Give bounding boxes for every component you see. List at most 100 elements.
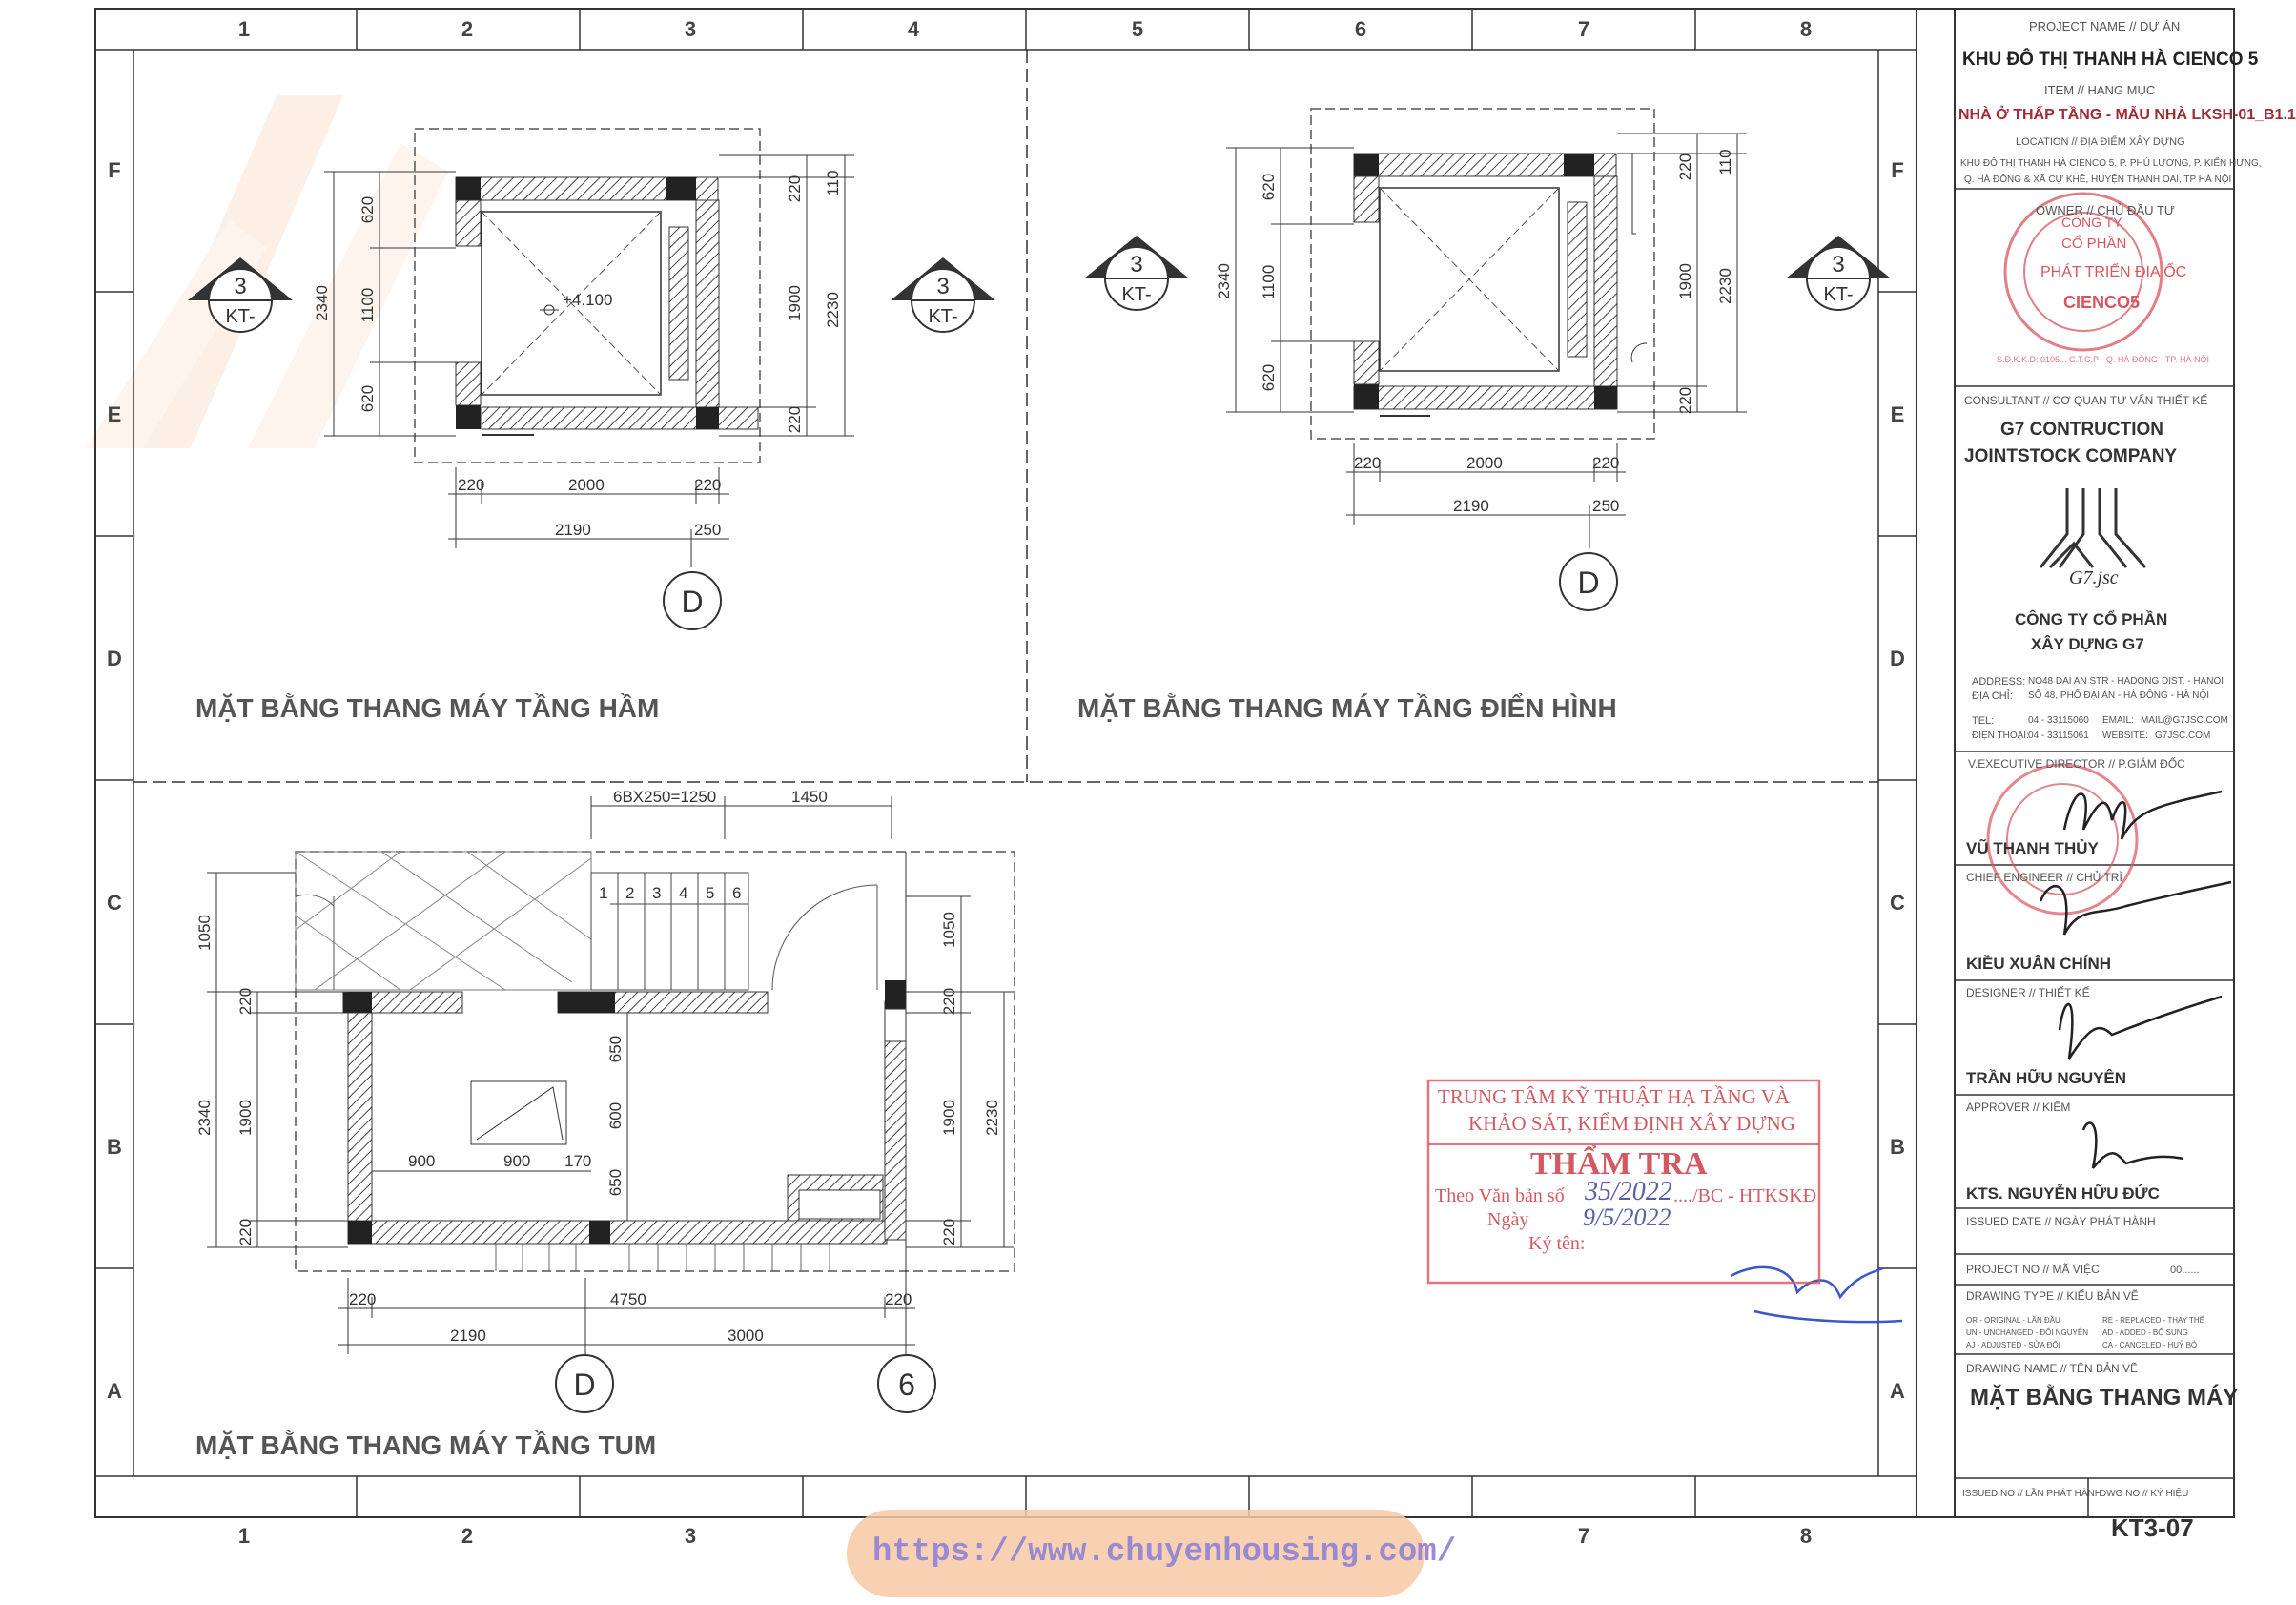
drawing-type-ad: AD - ADDED - BỔ SUNG: [2102, 1328, 2188, 1337]
svg-text:2230: 2230: [824, 292, 842, 328]
row-label-right: E: [1891, 402, 1905, 426]
approver-label: APPROVER // KIỂM: [1966, 1101, 2071, 1114]
dwg-no-value: KT3-07: [2111, 1513, 2194, 1542]
svg-text:2190: 2190: [555, 521, 591, 539]
project-no-value: 00......: [2170, 1265, 2200, 1276]
svg-text:1050: 1050: [940, 912, 958, 948]
drawing-type-aj: AJ - ADJUSTED - SỬA ĐỔI: [1966, 1341, 2060, 1349]
stamp-doc-suffix: ..../BC - HTKSKĐ: [1673, 1185, 1817, 1206]
svg-text:1900: 1900: [1676, 263, 1694, 299]
svg-text:KT-: KT-: [1121, 284, 1151, 305]
svg-text:D: D: [681, 585, 703, 619]
col-label-top: 1: [238, 17, 250, 41]
row-label-left: F: [108, 158, 120, 182]
svg-text:2190: 2190: [1453, 497, 1489, 515]
section-marker: 3 KT-: [188, 257, 293, 333]
svg-text:1900: 1900: [940, 1100, 958, 1136]
col-label-top: 5: [1132, 17, 1143, 41]
svg-text:3: 3: [234, 274, 246, 299]
row-label-right: C: [1890, 891, 1905, 915]
website-label: WEBSITE:: [2102, 730, 2148, 741]
tel-label: TEL:: [1972, 715, 1995, 727]
svg-text:1900: 1900: [786, 285, 804, 321]
title-block-frame: [1955, 188, 2234, 1517]
row-label-right: A: [1890, 1379, 1905, 1403]
approver-name: KTS. NGUYỄN HỮU ĐỨC: [1966, 1184, 2160, 1203]
dwg-no-label: DWG NO // KÝ HIỆU: [2100, 1489, 2189, 1499]
svg-text:220: 220: [1592, 454, 1619, 472]
address-value: NO48 DAI AN STR - HADONG DIST. - HANOI: [2028, 676, 2224, 687]
svg-text:220: 220: [236, 1219, 255, 1245]
svg-text:6BX250=1250: 6BX250=1250: [613, 788, 716, 806]
svg-text:220: 220: [940, 1219, 958, 1245]
drawing-type-ca: CA - CANCELED - HUỶ BỎ: [2102, 1341, 2198, 1349]
owner-stamp-line3: PHÁT TRIỂN ĐỊA ỐC: [2040, 264, 2187, 280]
row-label-left: E: [108, 402, 122, 426]
website-value: G7JSC.COM: [2155, 730, 2211, 741]
svg-text:220: 220: [786, 175, 804, 202]
svg-text:600: 600: [606, 1102, 625, 1129]
location-line1: KHU ĐÔ THỊ THANH HÀ CIENCO 5, P. PHÚ LƯƠ…: [1960, 158, 2262, 169]
svg-text:6: 6: [732, 884, 741, 902]
row-label-right: B: [1890, 1135, 1905, 1159]
section-marker: 3 KT-: [1786, 236, 1891, 311]
drawing-type-un: UN - UNCHANGED - ĐỔI NGUYÊN: [1966, 1328, 2089, 1337]
svg-text:170: 170: [564, 1152, 591, 1170]
col-label-bottom: 8: [1800, 1524, 1812, 1548]
svg-text:3: 3: [1832, 252, 1844, 278]
svg-text:3: 3: [936, 274, 949, 299]
shaft-wall-right: [695, 199, 720, 430]
svg-text:250: 250: [1592, 497, 1619, 515]
svg-text:220: 220: [1354, 454, 1381, 472]
svg-text:220: 220: [236, 988, 255, 1015]
svg-text:2340: 2340: [1215, 263, 1233, 299]
svg-text:2000: 2000: [568, 476, 605, 494]
svg-text:D: D: [573, 1368, 595, 1402]
title-roof-plan: MẶT BẰNG THANG MÁY TẦNG TUM: [195, 1430, 657, 1460]
item-name: NHÀ Ở THẤP TẦNG - MẪU NHÀ LKSH-01_B1.1: [1958, 107, 2296, 123]
col-label-bottom: 1: [238, 1524, 250, 1548]
row-label-left: C: [107, 891, 122, 915]
svg-text:3: 3: [652, 884, 661, 902]
watermark-badge: [847, 1510, 1425, 1597]
stamp-sign-label: Ký tên:: [1528, 1233, 1586, 1254]
project-name: KHU ĐÔ THỊ THANH HÀ CIENCO 5: [1962, 50, 2259, 70]
svg-text:KT-: KT-: [1823, 284, 1853, 305]
title-typical-plan: MẶT BẰNG THANG MÁY TẦNG ĐIỂN HÌNH: [1077, 693, 1617, 723]
shaft-wall-bottom: [481, 406, 759, 430]
level-mark: +4.100: [563, 291, 612, 309]
svg-text:1450: 1450: [791, 788, 828, 806]
svg-text:110: 110: [1716, 149, 1734, 175]
owner-stamp: [2003, 192, 2163, 352]
watermark-url[interactable]: https://www.chuyenhousing.com/: [872, 1534, 1457, 1571]
row-label-left: D: [107, 647, 122, 670]
consultant-label: CONSULTANT // CƠ QUAN TƯ VẤN THIẾT KẾ: [1964, 394, 2208, 407]
svg-text:4750: 4750: [610, 1290, 646, 1308]
svg-text:1100: 1100: [359, 288, 377, 323]
svg-text:2230: 2230: [983, 1100, 1001, 1136]
row-label-left: B: [107, 1135, 122, 1159]
svg-text:650: 650: [606, 1036, 625, 1062]
svg-text:220: 220: [694, 476, 721, 494]
email-value: MAIL@G7JSC.COM: [2141, 715, 2228, 726]
inspector-signature: [1730, 1265, 1903, 1324]
issued-no-label: ISSUED NO // LẦN PHÁT HÀNH: [1962, 1489, 2101, 1499]
signatures: [2039, 790, 2232, 1169]
stamp-title: THẨM TRA: [1530, 1146, 1708, 1182]
inspection-stamp: [1426, 1079, 1821, 1285]
project-no-label: PROJECT NO // MÃ VIỆC: [1966, 1263, 2100, 1276]
col-label-top: 7: [1578, 17, 1589, 41]
roof-elevator-plan: 1 2 3 4 5 6: [195, 788, 1015, 1413]
company-line2: XÂY DỰNG G7: [2031, 635, 2144, 653]
svg-text:620: 620: [359, 385, 377, 412]
svg-text:3000: 3000: [728, 1327, 764, 1345]
company-line1: CÔNG TY CỔ PHẦN: [2015, 610, 2168, 628]
stamp-date-label: Ngày: [1487, 1209, 1529, 1230]
stamp-doc-no: 35/2022: [1585, 1177, 1672, 1206]
svg-text:2: 2: [625, 884, 634, 902]
section-marker: 3 KT-: [891, 257, 995, 333]
svg-text:1900: 1900: [236, 1100, 255, 1136]
item-label: ITEM // HẠNG MỤC: [2044, 83, 2156, 97]
address-vn-value: SỐ 48, PHỐ ĐẠI AN - HÀ ĐÔNG - HÀ NỘI: [2028, 690, 2210, 701]
drawing-name-value: MẶT BẰNG THANG MÁY: [1970, 1385, 2239, 1410]
